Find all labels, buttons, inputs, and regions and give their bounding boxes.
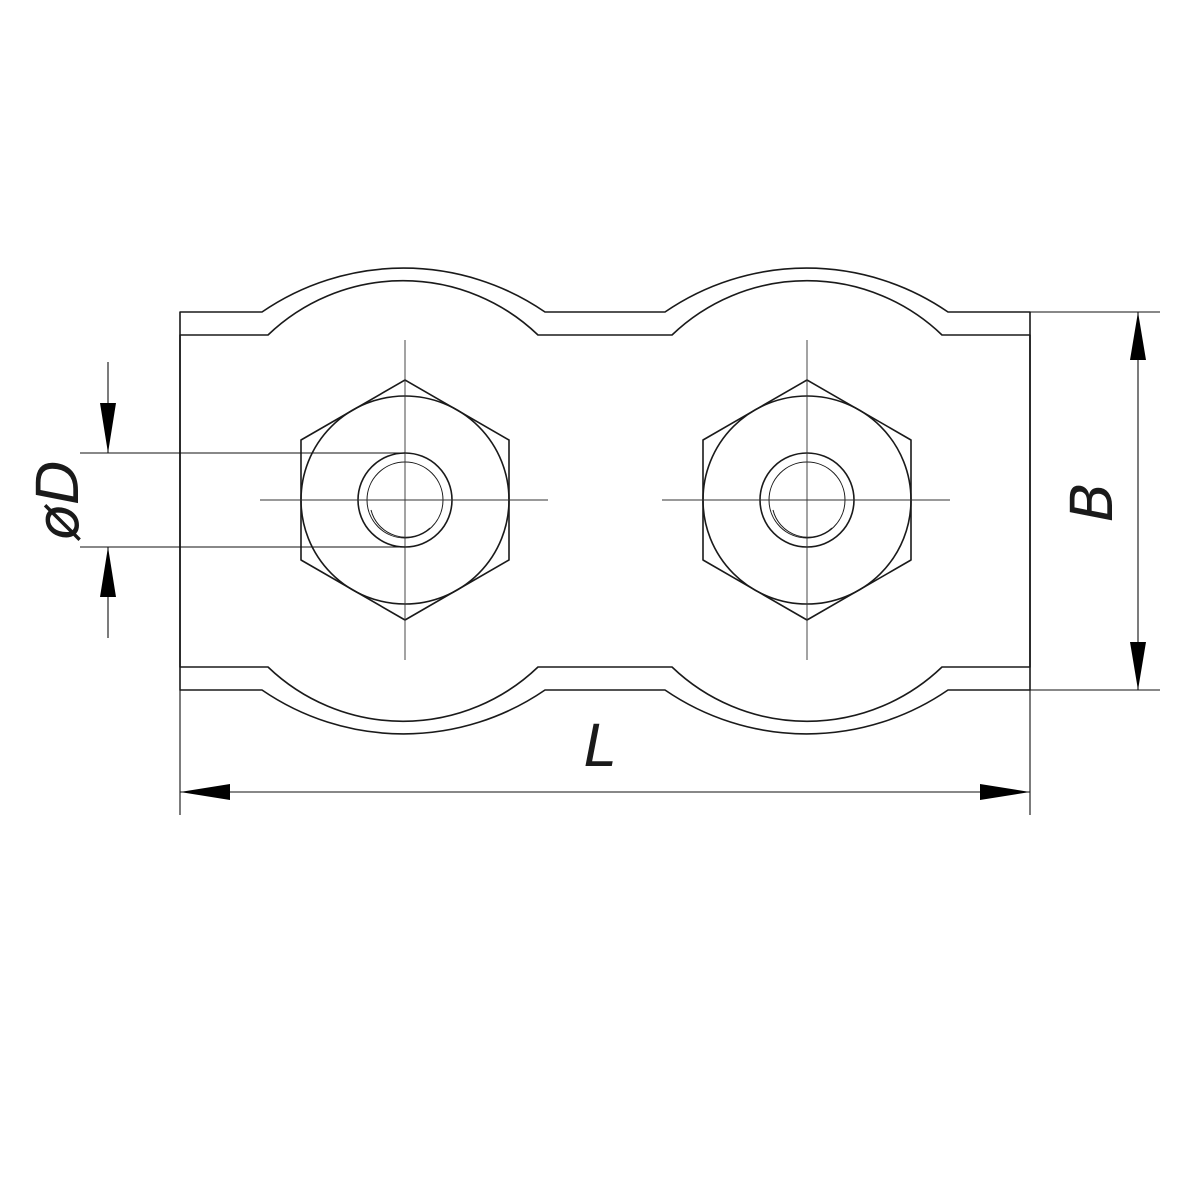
width-arrow-bottom — [1130, 642, 1146, 690]
length-arrow-left — [180, 784, 230, 800]
right-thread-arc — [772, 509, 833, 538]
width-arrow-top — [1130, 312, 1146, 360]
diameter-arrow-top — [100, 403, 116, 453]
length-dimension: L — [179, 690, 1031, 815]
width-dimension: B — [1030, 311, 1160, 691]
clip-plate-face — [179, 279, 1031, 723]
clip-outer-outline — [179, 267, 1031, 735]
width-label: B — [1058, 482, 1126, 522]
diameter-label: øD — [24, 460, 92, 541]
length-label: L — [584, 712, 616, 780]
diameter-dimension: øD — [23, 362, 405, 638]
length-arrow-right — [980, 784, 1030, 800]
right-nut-assembly — [662, 340, 950, 660]
clip-body — [179, 267, 1031, 735]
left-nut-assembly — [260, 340, 548, 660]
left-thread-arc — [370, 509, 431, 538]
diameter-arrow-bottom — [100, 547, 116, 597]
